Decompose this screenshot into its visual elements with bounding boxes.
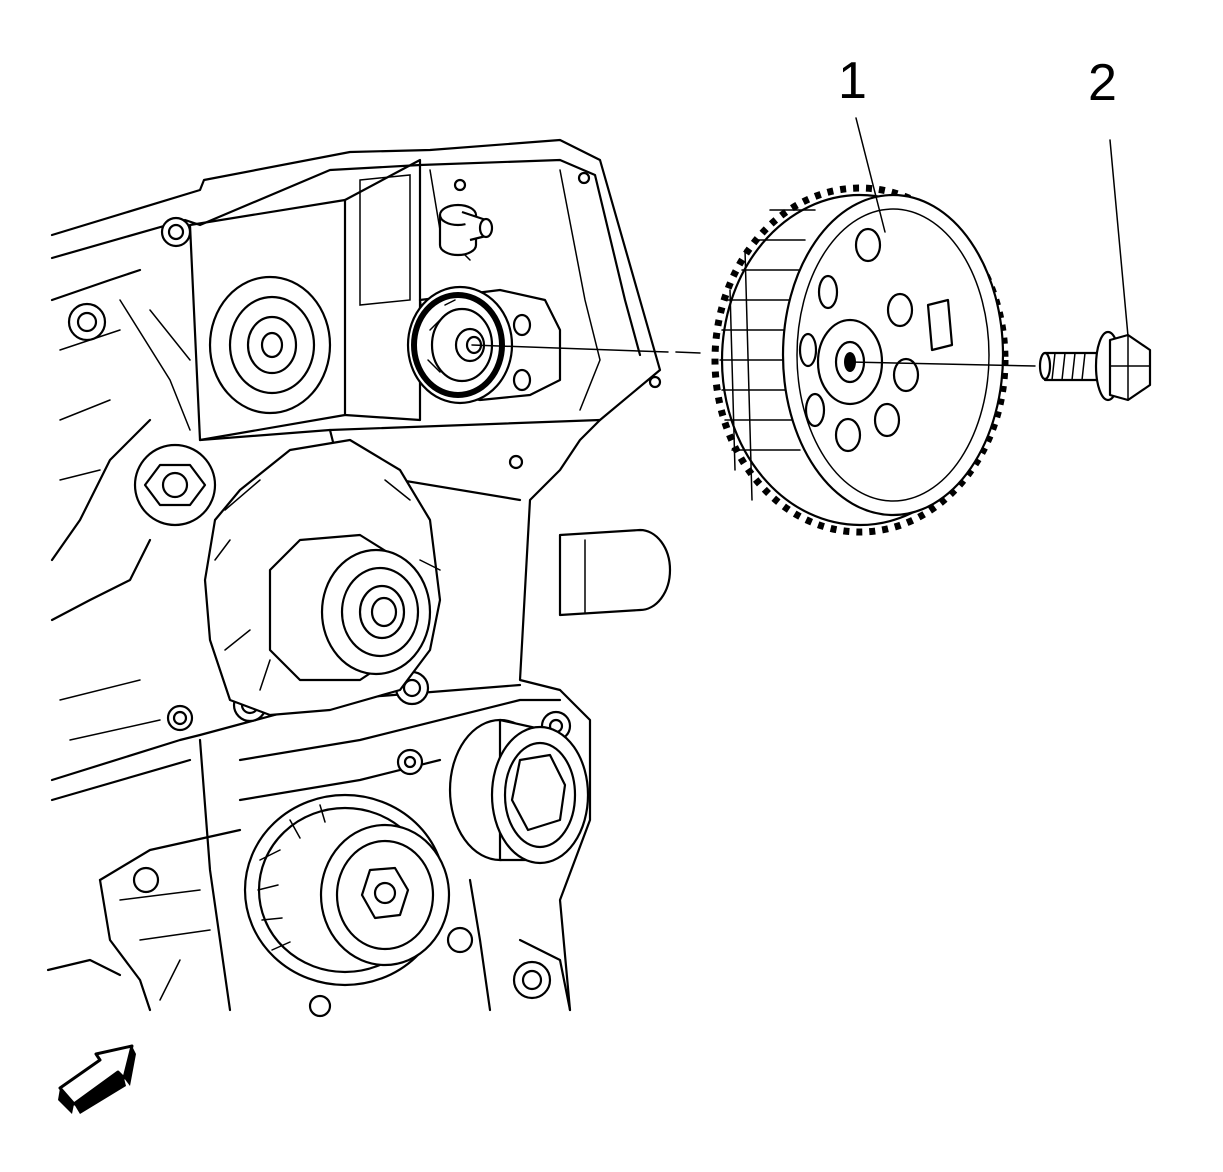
- belt-tensioner: [203, 438, 442, 717]
- lower-idler-pulley: [448, 718, 590, 865]
- bracket-bolt: [133, 443, 217, 527]
- alignment-lines: [471, 117, 1129, 367]
- upper-idler-pulley: [208, 275, 332, 415]
- front-view-arrow-icon: [58, 1044, 136, 1114]
- camshaft-sprocket: [711, 184, 1009, 536]
- callout-2: 2: [1088, 54, 1117, 112]
- sprocket-bolt: [1038, 330, 1152, 402]
- callout-1: 1: [838, 52, 867, 110]
- engine-front-cover: [46, 138, 662, 1012]
- coolant-outlet: [558, 528, 672, 617]
- cover-stud: [438, 203, 494, 257]
- crankshaft-sprocket: [243, 793, 451, 987]
